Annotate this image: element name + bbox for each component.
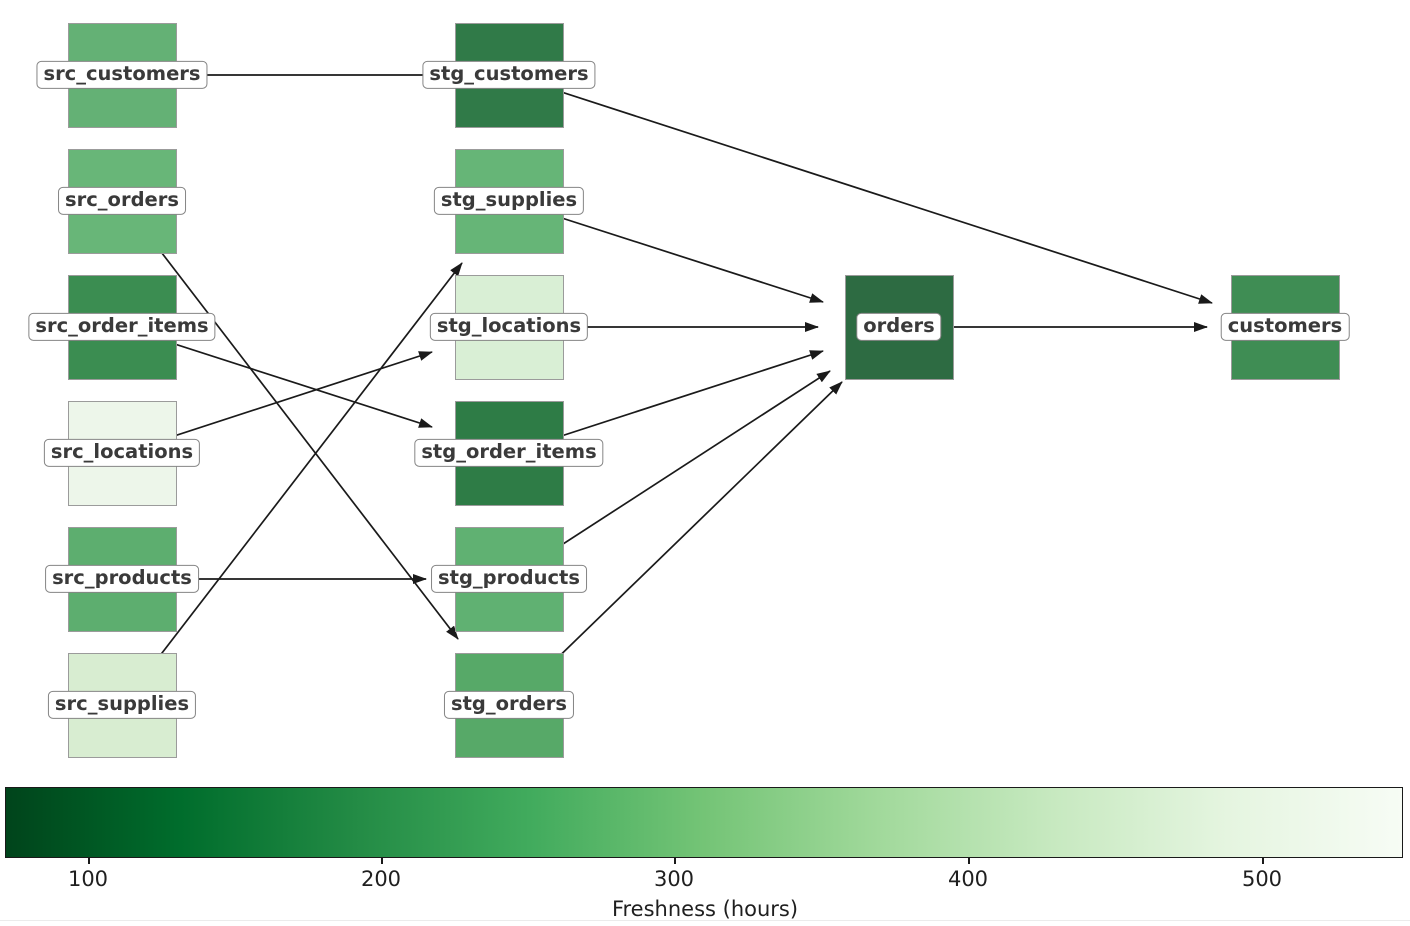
node-label-customers: customers	[1220, 312, 1350, 342]
node-label-orders: orders	[856, 312, 942, 342]
node-label-src_order_items: src_order_items	[28, 312, 216, 342]
colorbar-tick-mark-400	[968, 858, 970, 864]
colorbar-tick-label-200: 200	[360, 867, 402, 891]
bottom-divider	[0, 920, 1410, 921]
node-label-stg_products: stg_products	[431, 564, 587, 594]
node-label-stg_customers: stg_customers	[422, 60, 596, 90]
node-label-src_products: src_products	[45, 564, 199, 594]
colorbar-tick-label-500: 500	[1241, 867, 1283, 891]
edge-src_supplies-to-stg_supplies	[121, 262, 463, 706]
colorbar-tick-mark-500	[1262, 858, 1264, 864]
node-label-src_customers: src_customers	[36, 60, 208, 90]
colorbar-gradient	[5, 787, 1403, 858]
node-label-src_supplies: src_supplies	[47, 690, 197, 720]
colorbar-axis-label: Freshness (hours)	[611, 897, 799, 921]
node-label-src_locations: src_locations	[43, 438, 201, 468]
edge-stg_orders-to-orders	[508, 381, 843, 706]
node-label-stg_orders: stg_orders	[443, 690, 575, 720]
edge-stg_customers-to-customers	[508, 74, 1213, 304]
colorbar-tick-mark-100	[88, 858, 90, 864]
node-label-stg_supplies: stg_supplies	[433, 186, 585, 216]
colorbar-tick-label-300: 300	[653, 867, 695, 891]
colorbar-tick-mark-200	[381, 858, 383, 864]
edge-src_orders-to-stg_orders	[121, 200, 459, 640]
colorbar-tick-label-100: 100	[67, 867, 109, 891]
colorbar-tick-label-400: 400	[947, 867, 989, 891]
colorbar-tick-mark-300	[674, 858, 676, 864]
node-label-stg_locations: stg_locations	[429, 312, 589, 342]
node-label-src_orders: src_orders	[58, 186, 186, 216]
node-label-stg_order_items: stg_order_items	[414, 438, 604, 468]
